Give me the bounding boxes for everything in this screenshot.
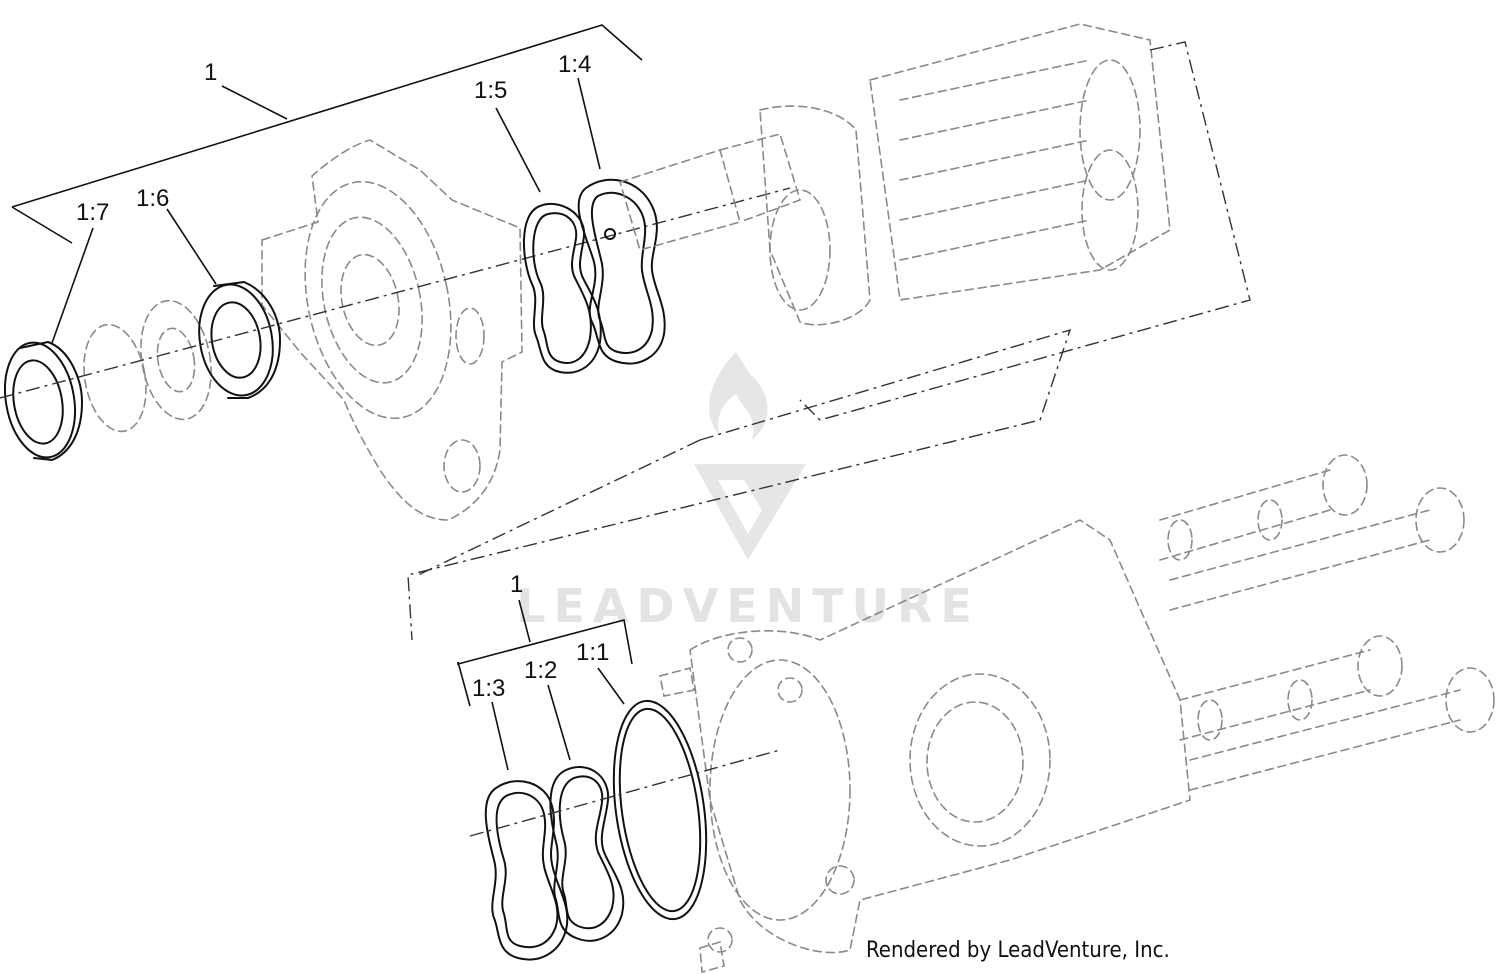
callout-1-5: 1:5 [474, 77, 507, 104]
callout-assembly-top: 1 [204, 59, 217, 86]
o-ring-1-1-inner [618, 707, 702, 913]
top-leaders [51, 77, 601, 344]
rear-body-housing [659, 519, 1191, 974]
gasket-1-2 [549, 765, 625, 942]
top-centerline [0, 187, 791, 399]
leadventure-watermark: LEADVENTURE [516, 352, 980, 633]
cross-centerline [415, 439, 701, 577]
callout-1-2: 1:2 [524, 657, 557, 684]
seal-plate-1-4 [577, 178, 666, 365]
watermark-text: LEADVENTURE [516, 579, 980, 633]
callout-1-4: 1:4 [558, 51, 591, 78]
seal-plate-1-3 [484, 780, 569, 961]
callout-assembly-bottom: 1 [510, 571, 523, 598]
callout-1-1: 1:1 [576, 639, 609, 666]
callout-1-7: 1:7 [76, 199, 109, 226]
bottom-explode-box [407, 328, 1072, 641]
top-assembly-bracket [11, 24, 643, 244]
callout-1-6: 1:6 [136, 185, 169, 212]
render-credit: Rendered by LeadVenture, Inc. [866, 938, 1170, 963]
bottom-assembly-bracket [457, 599, 633, 771]
callout-1-3: 1:3 [472, 675, 505, 702]
snap-ring-ghost [83, 299, 212, 433]
watermark-flame-icon [709, 352, 768, 440]
o-ring-1-1 [612, 699, 708, 921]
gasket-1-5 [523, 203, 602, 374]
front-housing [261, 139, 523, 521]
housing-bolts [1159, 454, 1495, 791]
watermark-v-icon [694, 464, 806, 560]
drive-shaft-and-gears [619, 23, 1251, 421]
seal-1-7 [4, 341, 83, 461]
seal-1-6 [198, 281, 281, 399]
